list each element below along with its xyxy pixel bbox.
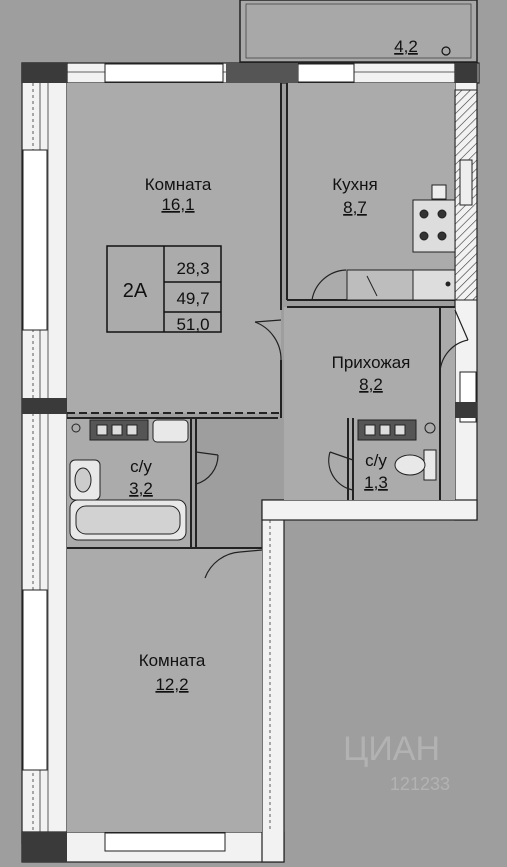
apartment-type: 2А (123, 280, 148, 302)
bathroom-fixtures (69, 419, 189, 541)
bath2-name: с/у (365, 451, 387, 470)
room-labels: Комната 16,1 Кухня 8,7 Прихожая 8,2 с/у … (129, 37, 418, 694)
doors (195, 269, 469, 579)
room-16-1-floor (67, 83, 281, 413)
drain-icon (424, 422, 436, 434)
stove-icon (412, 199, 456, 253)
total-area: 49,7 (176, 289, 209, 308)
door-room2 (204, 551, 241, 579)
kitchen-floor (287, 83, 455, 301)
watermark: ЦИАН 121233 (343, 730, 450, 794)
toilet-icon (394, 454, 426, 476)
hall-name: Прихожая (332, 353, 411, 372)
room1-area: 16,1 (161, 195, 194, 214)
bath1-name: с/у (130, 457, 152, 476)
room2-area: 12,2 (155, 675, 188, 694)
toilet-tank (423, 449, 437, 481)
bath2-area: 1,3 (364, 473, 388, 492)
bath1-area: 3,2 (129, 479, 153, 498)
windows (22, 63, 477, 852)
door-wc (328, 451, 354, 491)
balcony-area: 4,2 (394, 37, 418, 56)
wc-fixtures (357, 419, 437, 481)
apartment-summary: 2А 28,3 49,7 51,0 (106, 245, 222, 334)
door-entrance (439, 339, 469, 373)
watermark-brand: ЦИАН (343, 730, 440, 768)
door-kitchen (311, 269, 347, 301)
door-room1 (254, 319, 282, 323)
drain-icon (441, 46, 451, 56)
room2-name: Комната (139, 651, 206, 670)
balcony (239, 0, 478, 63)
kitchen-name: Кухня (332, 175, 378, 194)
kitchen-area: 8,7 (343, 198, 367, 217)
kitchen-fixtures (346, 89, 478, 301)
kitchen-counter (346, 269, 414, 301)
living-area: 28,3 (176, 259, 209, 278)
room-12-2-floor (67, 548, 262, 832)
columns (22, 63, 477, 862)
watermark-id: 121233 (390, 774, 450, 794)
total-area-with-balcony: 51,0 (176, 315, 209, 334)
room1-name: Комната (145, 175, 212, 194)
washing-machine-icon (152, 419, 189, 443)
drain-icon (71, 423, 81, 433)
door-bath (195, 454, 219, 485)
hall-area: 8,2 (359, 375, 383, 394)
